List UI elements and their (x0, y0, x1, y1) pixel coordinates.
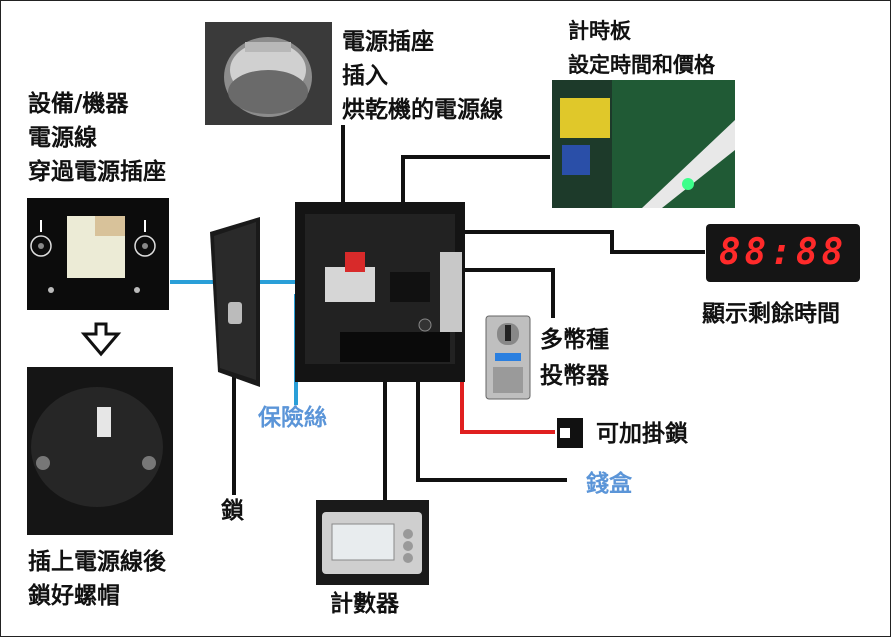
timer-board-label: 計時板 設定時間和價格 (568, 18, 715, 78)
device-cord-label-line2: 電源線 (28, 125, 97, 151)
display-photo: 88:88 (706, 224, 860, 282)
cash-box-line (416, 350, 567, 482)
counter-photo (316, 500, 429, 585)
fuse-label: 保險絲 (258, 405, 327, 431)
power-socket-label: 電源插座 插入 烘乾機的電源線 (342, 28, 503, 124)
coin-acceptor-label-line1: 多幣種 (540, 327, 609, 353)
display-label: 顯示剩餘時間 (702, 301, 840, 327)
coin-acceptor-label: 多幣種 投幣器 (540, 326, 609, 390)
power-socket-label-line3: 烘乾機的電源線 (342, 97, 503, 123)
coin-acceptor-line (452, 268, 555, 318)
power-socket-label-line1: 電源插座 (342, 29, 434, 55)
device-cord-label-line1: 設備/機器 (28, 91, 129, 117)
timer-board-label-line1: 計時板 (568, 19, 631, 43)
screw-label: 插上電源線後 鎖好螺帽 (28, 548, 166, 610)
cash-box-label: 錢盒 (586, 471, 632, 497)
screw-photo (27, 367, 173, 535)
timer-board-label-line2: 設定時間和價格 (568, 53, 715, 77)
counter-label: 計數器 (330, 591, 399, 617)
power-socket-photo (205, 22, 332, 125)
device-cord-photo (27, 198, 169, 310)
lock-label: 鎖 (221, 498, 244, 524)
screw-label-line2: 鎖好螺帽 (28, 583, 120, 609)
display-line (462, 230, 705, 254)
cabinet-photo (210, 192, 470, 387)
coin-acceptor-photo (485, 315, 531, 400)
coin-acceptor-label-line2: 投幣器 (540, 363, 609, 389)
device-cord-label-line3: 穿過電源插座 (28, 159, 166, 185)
power-socket-label-line2: 插入 (342, 63, 388, 89)
padlock-label: 可加掛鎖 (596, 421, 688, 447)
screw-label-line1: 插上電源線後 (28, 549, 166, 575)
device-cord-label: 設備/機器 電源線 穿過電源插座 (28, 90, 166, 186)
display-digits: 88:88 (718, 232, 848, 273)
timer-board-photo (552, 80, 735, 208)
down-arrow-icon (80, 322, 122, 357)
